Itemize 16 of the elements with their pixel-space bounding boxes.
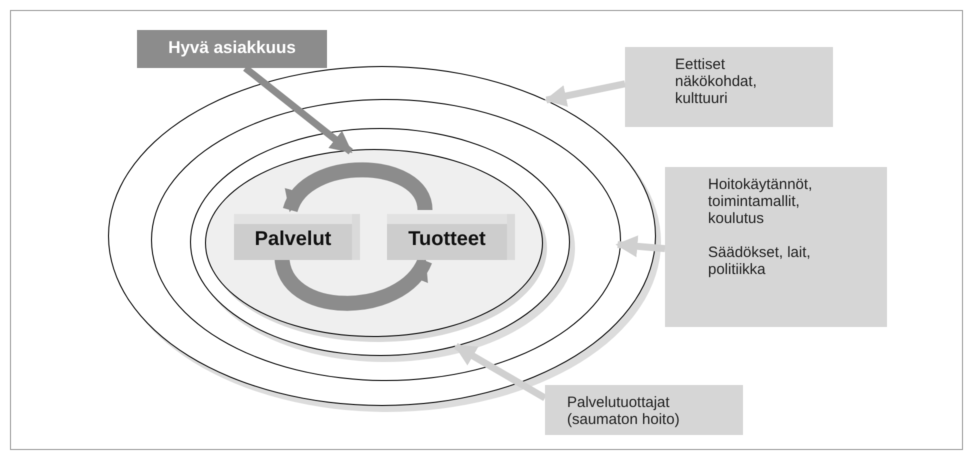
callout-text: Eettiset näkökohdat, kulttuuri bbox=[675, 56, 758, 107]
callout-box bbox=[625, 47, 833, 127]
arrow bbox=[283, 162, 432, 214]
arrow bbox=[544, 80, 626, 107]
arrow bbox=[243, 65, 353, 154]
block-label: Tuotteet bbox=[407, 228, 487, 251]
label-banner bbox=[137, 30, 327, 68]
ellipse-ring bbox=[151, 99, 621, 381]
callout-text: Hoitokäytännöt, toimintamallit, koulutus bbox=[708, 176, 814, 227]
callout-text: Säädökset, lait, politiikka bbox=[708, 244, 812, 278]
callout-box bbox=[545, 385, 743, 435]
banner-text: Hyvä asiakkuus bbox=[167, 38, 297, 58]
callout-text: Palvelutuottajat (saumaton hoito) bbox=[567, 394, 681, 428]
arrow bbox=[454, 343, 547, 402]
block-label: Palvelut bbox=[254, 228, 332, 251]
callout-box bbox=[665, 167, 887, 327]
